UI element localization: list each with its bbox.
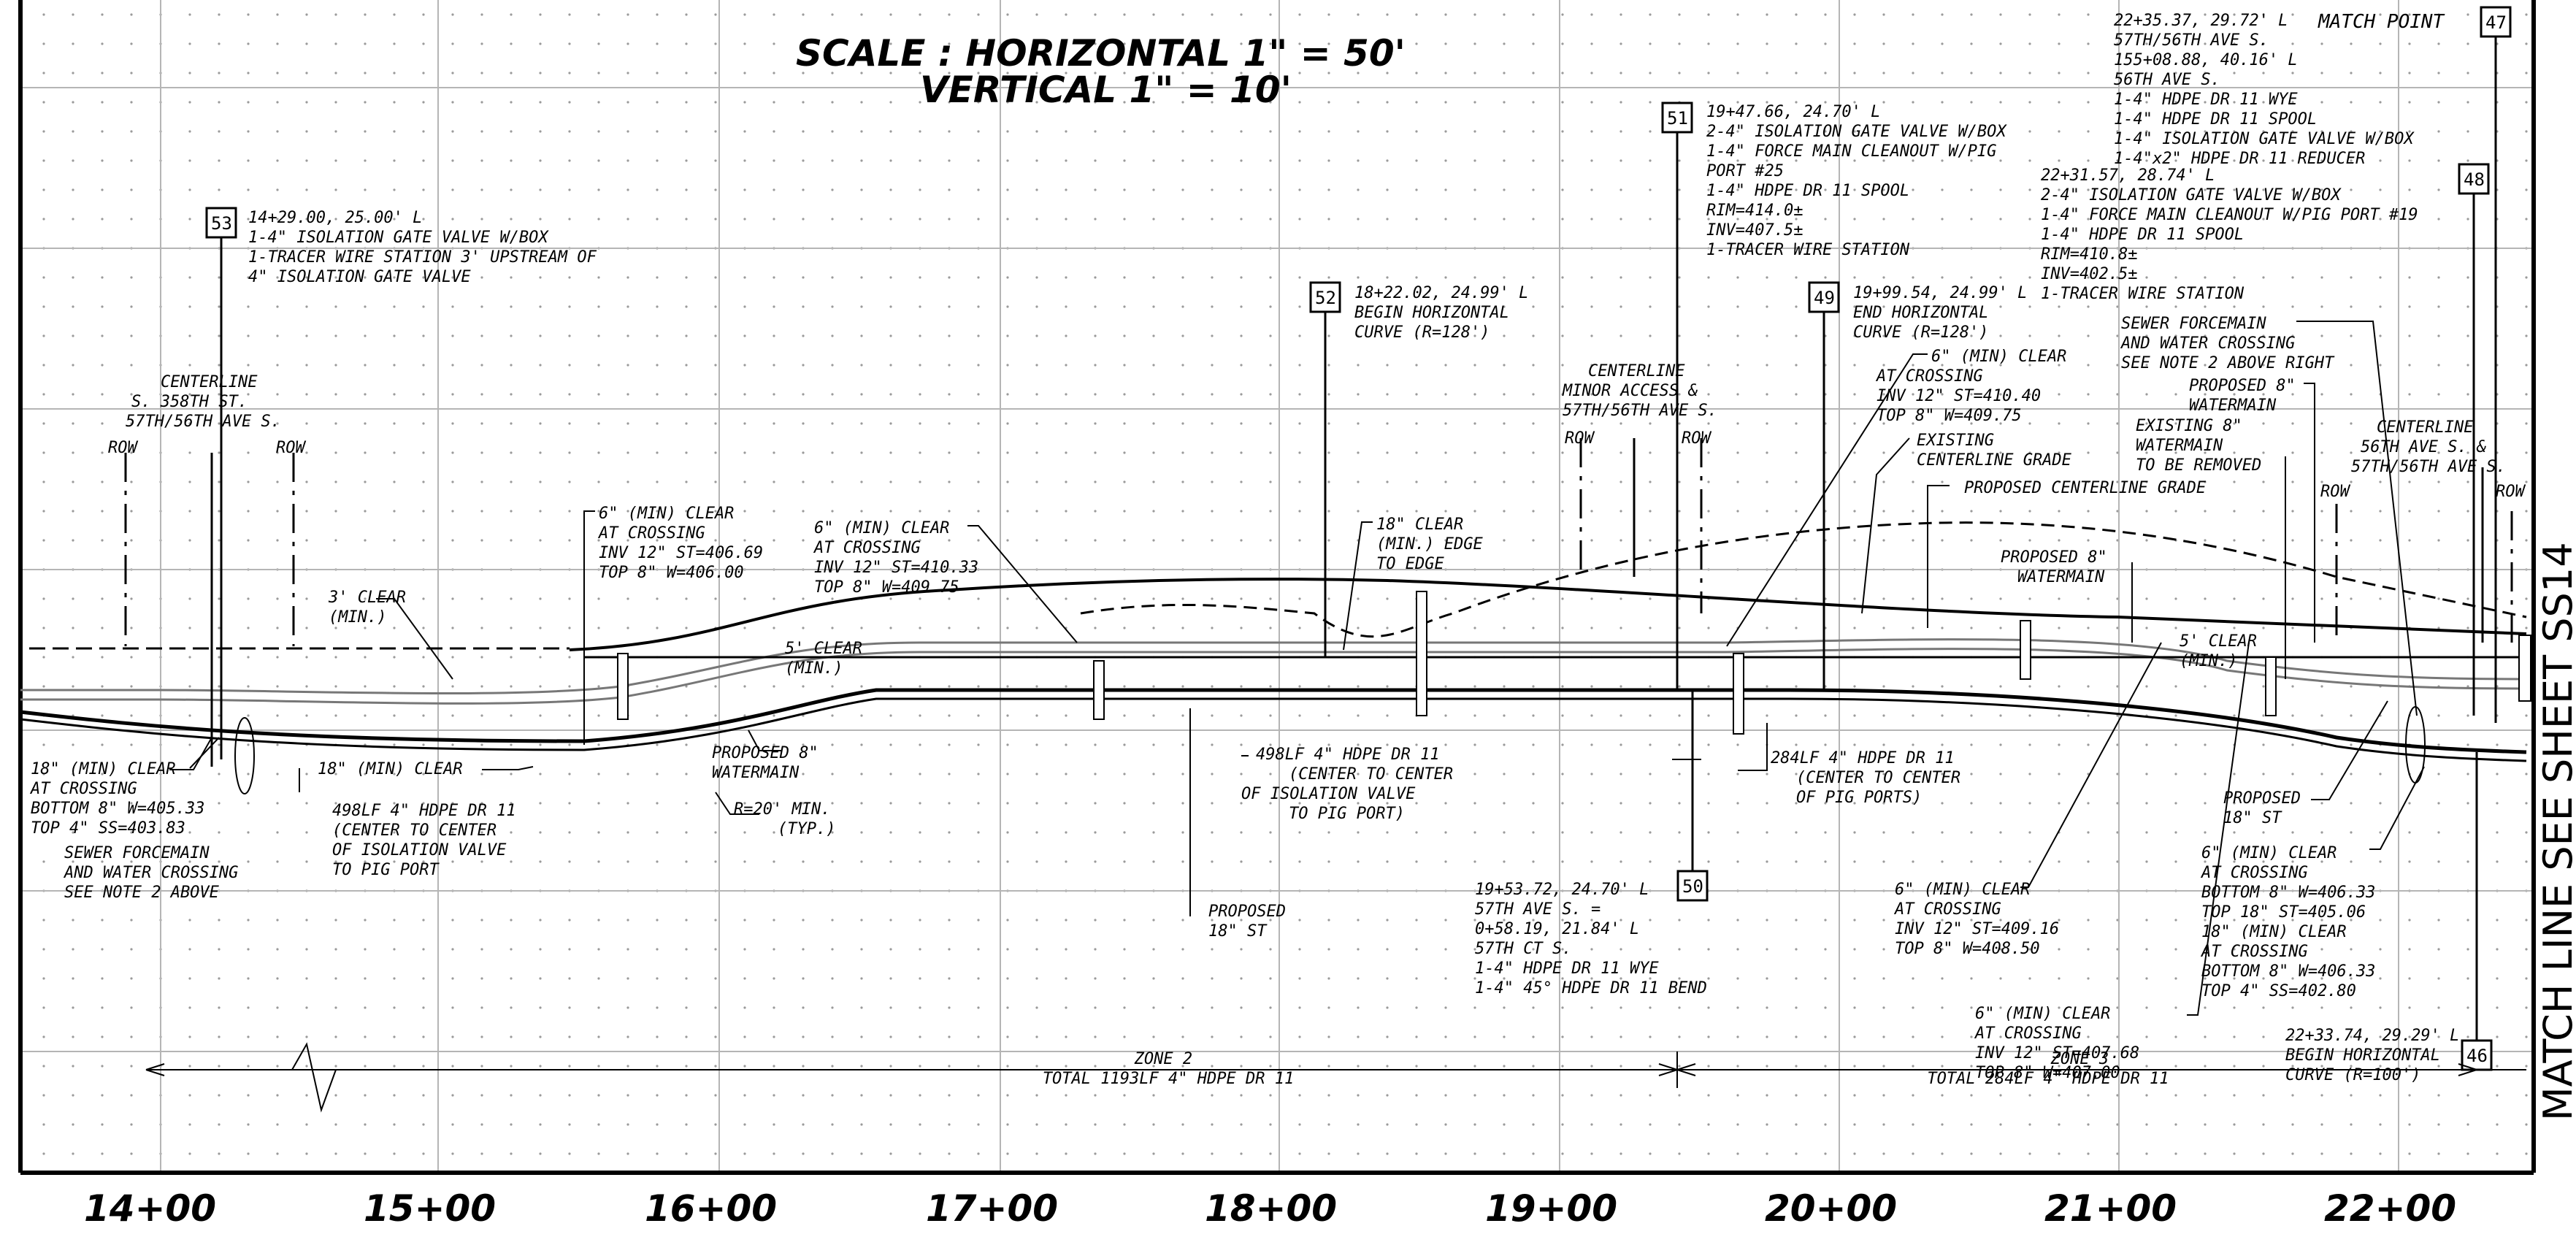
- row-label: ROW: [1565, 429, 1595, 448]
- note-hdpe-498-a: 498LF 4" HDPE DR 11 (CENTER TO CENTER OF…: [332, 802, 526, 879]
- note-6in-clear-d: 6" (MIN) CLEAR AT CROSSING INV 12" ST=40…: [1893, 881, 2069, 958]
- tag-46: 46: [2466, 1046, 2488, 1066]
- callout-52-text: 18+22.02, 24.99' L BEGIN HORIZONTAL CURV…: [1354, 284, 1538, 342]
- tag-50: 50: [1682, 876, 1703, 897]
- force-main: [20, 688, 2527, 754]
- tag-49: 49: [1814, 288, 1835, 308]
- note-6in-clear-f: 6" (MIN) CLEAR AT CROSSING BOTTOM 8" W=4…: [2200, 844, 2385, 1000]
- station-labels: 14+00 15+00 16+00 17+00 18+00 19+00 20+0…: [84, 1187, 2456, 1230]
- note-hdpe-284: 284LF 4" HDPE DR 11 (CENTER TO CENTER OF…: [1771, 749, 1970, 807]
- note-proposed-st-right: PROPOSED 18" ST: [2223, 789, 2310, 827]
- match-point-label: MATCH POINT: [2318, 11, 2445, 33]
- note-proposed-wm-right: PROPOSED 8" WATERMAIN: [2189, 377, 2305, 415]
- note-5ft-clear-a: 5' CLEAR (MIN.): [785, 640, 872, 678]
- sheet-border: [18, 0, 2536, 1175]
- callout-47-text: 22+35.37, 29.72' L 57TH/56TH AVE S. 155+…: [2114, 12, 2423, 168]
- note-r20: R=20' MIN. (TYP.): [734, 800, 840, 838]
- structures: [234, 591, 2531, 794]
- zone-3-label: ZONE 3 TOTAL 284LF 4" HDPE DR 11: [1927, 1050, 2169, 1088]
- tag-51-box: [1661, 101, 1693, 134]
- note-sewer-crossing-left: SEWER FORCEMAIN AND WATER CROSSING SEE N…: [63, 844, 248, 902]
- station-label: 16+00: [645, 1187, 777, 1230]
- row-label: ROW: [276, 439, 306, 457]
- note-proposed-wm-mid: PROPOSED 8" WATERMAIN: [2001, 548, 2117, 586]
- zone-2-label: ZONE 2 TOTAL 1193LF 4" HDPE DR 11: [1043, 1050, 1294, 1088]
- centerline-mid: CENTERLINE MINOR ACCESS & 57TH/56TH AVE …: [1562, 362, 1717, 420]
- match-line-label: MATCH LINE SEE SHEET SS14: [2535, 542, 2576, 1121]
- scale-horizontal: SCALE : HORIZONTAL 1" = 50': [796, 32, 1406, 74]
- tag-52: 52: [1315, 288, 1336, 308]
- row-label: ROW: [2320, 483, 2350, 501]
- note-hdpe-498-b: 498LF 4" HDPE DR 11 (CENTER TO CENTER OF…: [1241, 746, 1463, 823]
- note-18in-clear-b: 18" (MIN) CLEAR: [318, 760, 463, 778]
- station-label: 21+00: [2044, 1187, 2177, 1230]
- proposed-grade-line: [569, 578, 2527, 651]
- note-sewer-crossing-right: SEWER FORCEMAIN AND WATER CROSSING SEE N…: [2120, 315, 2335, 372]
- row-markers: [124, 438, 2513, 767]
- dot-grid: [20, 0, 2532, 1173]
- proposed-watermain-2: [20, 648, 2527, 705]
- station-label: 17+00: [926, 1187, 1058, 1230]
- tag-53-box: [205, 207, 237, 239]
- callout-53-text: 14+29.00, 25.00' L 1-4" ISOLATION GATE V…: [248, 209, 606, 286]
- existing-centerline-grade: [1080, 521, 2527, 638]
- note-proposed-grade: PROPOSED CENTERLINE GRADE: [1964, 479, 2207, 497]
- tag-51: 51: [1667, 108, 1688, 129]
- scale-vertical: VERTICAL 1" = 10': [920, 69, 1292, 111]
- note-18in-clear-left: 18" (MIN) CLEAR AT CROSSING BOTTOM 8" W=…: [29, 760, 215, 838]
- callout-51-text: 19+47.66, 24.70' L 2-4" ISOLATION GATE V…: [1706, 103, 2016, 259]
- note-6in-clear-a: 6" (MIN) CLEAR AT CROSSING INV 12" ST=40…: [597, 505, 773, 582]
- note-existing-wm: EXISTING 8" WATERMAIN TO BE REMOVED: [2136, 417, 2261, 475]
- tag-47-box: [2480, 6, 2512, 38]
- force-main-2: [20, 697, 2527, 762]
- note-5ft-clear-b: 5' CLEAR (MIN.): [2180, 632, 2266, 670]
- tag-numbers: 53 52 51 49 50 48 47 46: [211, 12, 2507, 1066]
- station-label: 20+00: [1765, 1187, 1897, 1230]
- station-label: 14+00: [84, 1187, 216, 1230]
- note-6in-clear-b: 6" (MIN) CLEAR AT CROSSING INV 12" ST=41…: [813, 519, 988, 597]
- note-3ft-clear: 3' CLEAR (MIN.): [328, 589, 415, 627]
- station-label: 19+00: [1485, 1187, 1617, 1230]
- tag-50-box: [1676, 870, 1709, 902]
- tag-48: 48: [2464, 169, 2485, 190]
- row-label: ROW: [108, 439, 138, 457]
- note-6in-clear-c: 6" (MIN) CLEAR AT CROSSING INV 12" ST=41…: [1875, 348, 2077, 425]
- station-label: 15+00: [364, 1187, 496, 1230]
- callout-49-text: 19+99.54, 24.99' L END HORIZONTAL CURVE …: [1853, 284, 2037, 342]
- station-label: 18+00: [1205, 1187, 1337, 1230]
- note-proposed-st: PROPOSED 18" ST: [1208, 903, 1295, 941]
- callout-50-text: 19+53.72, 24.70' L 57TH AVE S. = 0+58.19…: [1475, 881, 1707, 997]
- callout-46-text: 22+33.74, 29.29' L BEGIN HORIZONTAL CURV…: [2285, 1027, 2469, 1084]
- callout-tags: [205, 6, 2512, 1071]
- note-existing-grade: EXISTING CENTERLINE GRADE: [1917, 432, 2072, 470]
- note-18in-edge: 18" CLEAR (MIN.) EDGE TO EDGE: [1376, 516, 1492, 573]
- centerline-right: CENTERLINE 56TH AVE S. & 57TH/56TH AVE S…: [2351, 418, 2506, 476]
- station-label: 22+00: [2324, 1187, 2456, 1230]
- note-6in-clear-e: 6" (MIN) CLEAR AT CROSSING INV 12" ST=40…: [1974, 1005, 2149, 1082]
- proposed-watermain: [20, 638, 2527, 695]
- row-label: ROW: [1682, 429, 1711, 448]
- note-proposed-wm-left: PROPOSED 8" WATERMAIN: [712, 744, 828, 782]
- annotation-leaders: [169, 321, 2425, 1016]
- tag-53: 53: [211, 213, 232, 234]
- tag-47: 47: [2485, 12, 2507, 33]
- zone-dimensions: [145, 1042, 2526, 1113]
- callout-48-text: 22+31.57, 28.74' L 2-4" ISOLATION GATE V…: [2041, 166, 2428, 303]
- profile-lines: [20, 521, 2527, 762]
- row-label: ROW: [2496, 483, 2526, 501]
- centerline-left: CENTERLINE S. 358TH ST. 57TH/56TH AVE S.: [126, 373, 280, 431]
